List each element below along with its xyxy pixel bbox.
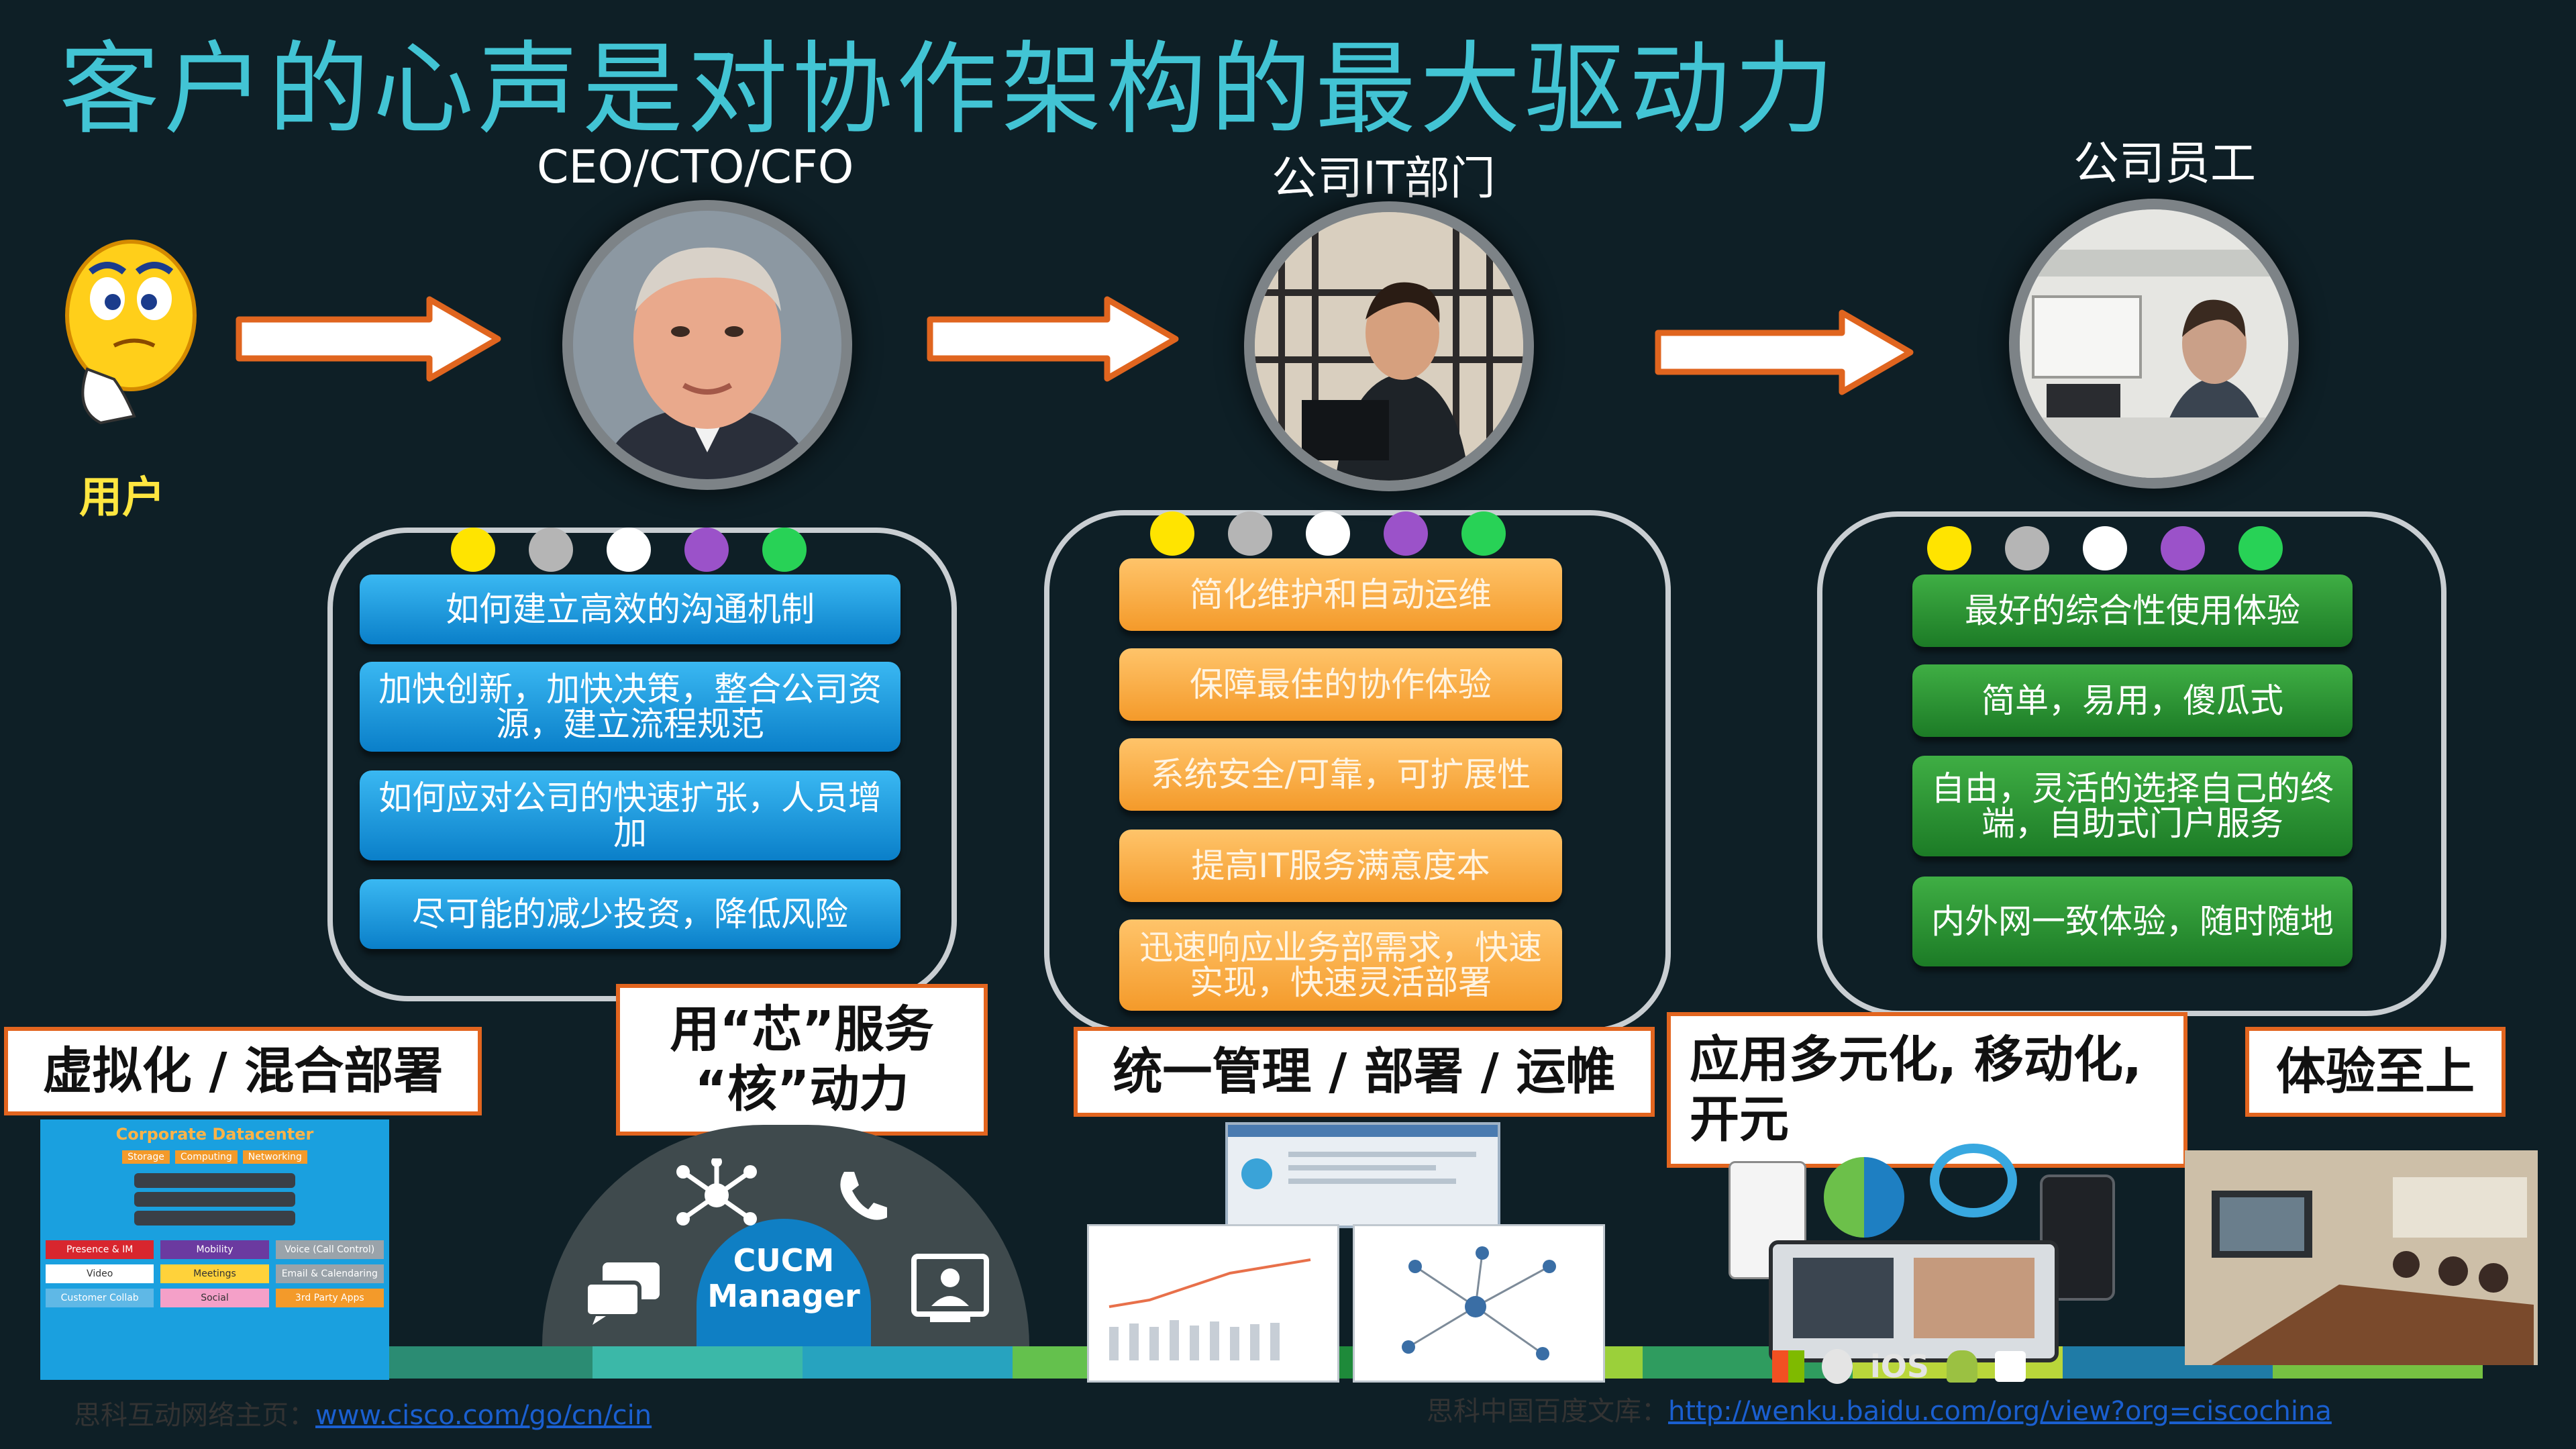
datacenter-top-item: Networking (242, 1150, 307, 1164)
slide-title: 客户的心声是对协作架构的最大驱动力 (59, 32, 1839, 148)
ios-logo-icon: iOS (1869, 1348, 1929, 1385)
windows-logo-icon (1771, 1350, 1804, 1383)
employee-item: 内外网一致体验，随时随地 (1912, 877, 2353, 966)
dot-white (607, 528, 651, 572)
dot-gray (1228, 511, 1272, 556)
tablet-devices-icon (1769, 1240, 2059, 1362)
employee-item: 自由，灵活的选择自己的终端，自助式门户服务 (1912, 756, 2353, 856)
dot-yellow (1150, 511, 1194, 556)
apple-logo-icon (1821, 1349, 1853, 1384)
platform-logos: iOS (1745, 1346, 2053, 1387)
role-label-employee: 公司员工 (2073, 138, 2257, 191)
blackberry-logo-icon (1995, 1351, 2026, 1382)
tag-core-service: 用“芯”服务 “核”动力 (616, 984, 988, 1136)
ceo-item: 加快创新，加快决策，整合公司资源，建立流程规范 (360, 662, 900, 752)
dot-white (1306, 511, 1350, 556)
datacenter-title: Corporate Datacenter (115, 1125, 314, 1144)
datacenter-cell: Presence & IM (46, 1240, 154, 1259)
dot-yellow (451, 528, 495, 572)
datacenter-cell: 3rd Party Apps (275, 1289, 384, 1307)
tag-virtualization: 虚拟化 / 混合部署 (4, 1027, 482, 1115)
ceo-portrait (562, 200, 852, 490)
dot-purple (2161, 526, 2205, 570)
datacenter-top-item: Computing (174, 1150, 238, 1164)
datacenter-cell: Customer Collab (46, 1289, 154, 1307)
android-logo-icon (1947, 1350, 1977, 1383)
cucm-line1: CUCM (733, 1242, 835, 1279)
chat-icon (582, 1259, 663, 1329)
arrow-right-icon (235, 295, 503, 385)
it-item: 保障最佳的协作体验 (1119, 648, 1562, 721)
app-logo-icon (1824, 1157, 1904, 1238)
employee-item: 简单，易用，傻瓜式 (1912, 664, 2353, 737)
video-user-icon (910, 1252, 990, 1329)
server-stack-icon (134, 1173, 295, 1226)
tag-core-line2: “核”动力 (694, 1060, 909, 1118)
footer-left-link[interactable]: www.cisco.com/go/cn/cin (315, 1400, 652, 1431)
status-dots (1927, 526, 2283, 570)
it-staff-portrait (1244, 201, 1534, 491)
tag-core-line1: 用“芯”服务 (670, 1001, 934, 1059)
datacenter-diagram: Corporate Datacenter Storage Computing N… (40, 1119, 389, 1380)
report-chart-screenshot (1087, 1224, 1339, 1383)
dot-green (762, 528, 807, 572)
thinking-face-icon (60, 235, 208, 430)
cucm-badge: CUCM Manager (697, 1219, 871, 1346)
network-hub-icon (670, 1156, 764, 1235)
ceo-item: 尽可能的减少投资，降低风险 (360, 879, 900, 949)
dot-purple (1384, 511, 1428, 556)
footer-left-prefix: 思科互动网络主页： (74, 1400, 315, 1431)
datacenter-cell: Voice (Call Control) (275, 1240, 384, 1259)
datacenter-cell: Mobility (160, 1240, 269, 1259)
status-dots (1150, 511, 1506, 556)
cucm-line2: Manager (707, 1277, 860, 1314)
dot-purple (684, 528, 729, 572)
datacenter-cell: Meetings (160, 1264, 269, 1283)
cucm-dome: CUCM Manager (542, 1125, 1029, 1346)
employee-item: 最好的综合性使用体验 (1912, 574, 2353, 647)
tag-experience: 体验至上 (2245, 1027, 2506, 1117)
webex-logo-icon (1930, 1144, 2017, 1217)
arrow-right-icon (1654, 309, 1916, 399)
ceo-item: 如何应对公司的快速扩张，人员增加 (360, 770, 900, 860)
role-label-it: 公司IT部门 (1272, 152, 1496, 205)
tag-apps-diversity: 应用多元化, 移动化, 开元 (1667, 1012, 2187, 1168)
dot-green (2238, 526, 2283, 570)
datacenter-top-item: Storage (122, 1150, 170, 1164)
it-item: 提高IT服务满意度本 (1119, 830, 1562, 902)
tag-unified-management: 统一管理 / 部署 / 运帷 (1074, 1027, 1655, 1117)
dot-green (1461, 511, 1506, 556)
role-label-ceo: CEO/CTO/CFO (537, 141, 854, 194)
datacenter-cell: Video (46, 1264, 154, 1283)
it-item: 简化维护和自动运维 (1119, 558, 1562, 631)
dot-gray (2005, 526, 2049, 570)
ceo-item: 如何建立高效的沟通机制 (360, 574, 900, 644)
footer-right: 思科中国百度文库：http://wenku.baidu.com/org/view… (1427, 1389, 2332, 1428)
dot-yellow (1927, 526, 1971, 570)
arrow-right-icon (926, 295, 1181, 385)
footer-right-prefix: 思科中国百度文库： (1427, 1396, 1668, 1427)
status-dots (451, 528, 807, 572)
footer-left: 思科互动网络主页：www.cisco.com/go/cn/cin (74, 1393, 652, 1432)
dot-gray (529, 528, 573, 572)
user-label: 用户 (79, 473, 165, 523)
employee-portrait (2009, 199, 2299, 489)
datacenter-cell: Social (160, 1289, 269, 1307)
topology-screenshot (1353, 1224, 1605, 1383)
phone-icon (831, 1165, 891, 1228)
it-item: 系统安全/可靠，可扩展性 (1119, 738, 1562, 811)
dot-white (2083, 526, 2127, 570)
meeting-room-photo (2185, 1150, 2538, 1365)
management-window-screenshot (1225, 1122, 1500, 1228)
it-item: 迅速响应业务部需求，快速实现，快速灵活部署 (1119, 919, 1562, 1011)
footer-right-link[interactable]: http://wenku.baidu.com/org/view?org=cisc… (1668, 1396, 2332, 1427)
datacenter-cell: Email & Calendaring (275, 1264, 384, 1283)
